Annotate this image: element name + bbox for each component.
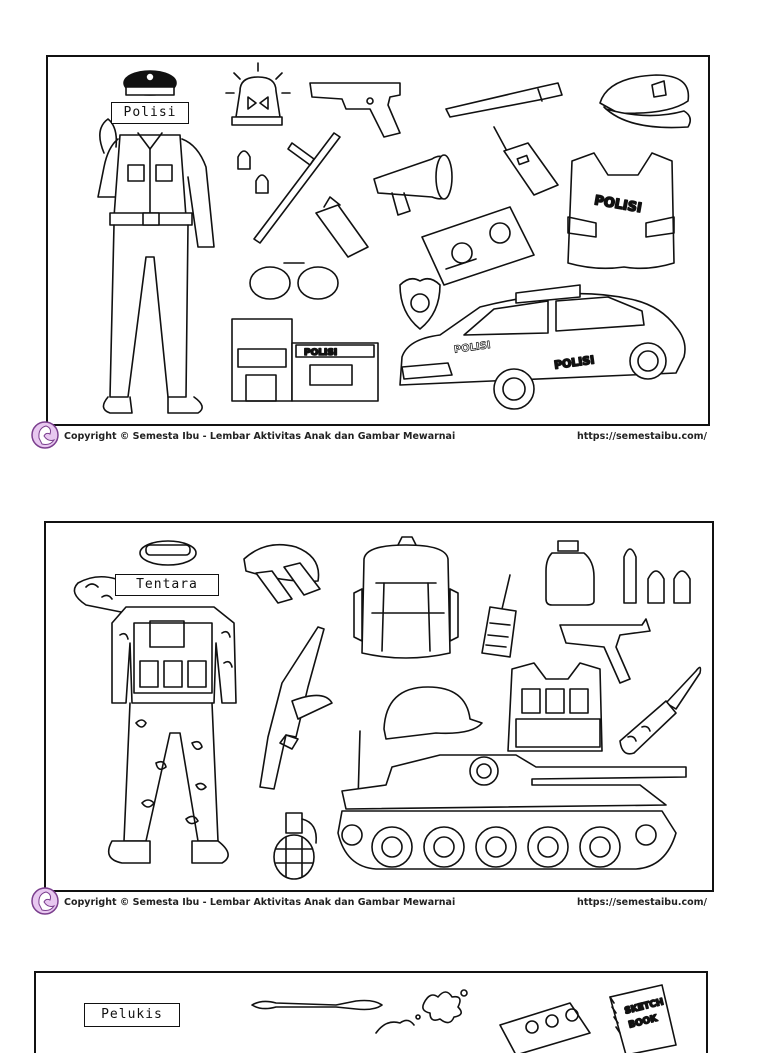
siren-light-drawing — [225, 62, 291, 126]
tank-drawing — [337, 730, 687, 870]
assault-rifle-drawing — [259, 626, 333, 790]
coloring-sheet-tentara: Tentara — [44, 521, 714, 892]
profession-label-tentara: Tentara — [115, 574, 219, 596]
police-id-card-drawing — [421, 206, 535, 286]
station-label: POLISI — [304, 348, 337, 358]
flashlight-drawing — [445, 82, 563, 118]
car-side-label: POLISI — [553, 353, 595, 372]
police-cap-drawing — [599, 74, 692, 129]
semesta-ibu-logo-icon — [31, 421, 59, 449]
bullets-drawing — [237, 150, 269, 194]
semesta-ibu-logo-icon — [31, 887, 59, 915]
soldier-figure — [73, 540, 237, 864]
megaphone-drawing — [373, 154, 453, 216]
coloring-sheet-pelukis: SKETCH BOOK Pelukis — [34, 971, 708, 1053]
handcuffs-drawing — [249, 262, 339, 300]
paint-palette-drawing — [499, 1002, 591, 1053]
grenade-drawing — [273, 812, 318, 880]
combat-knife-drawing — [619, 666, 702, 755]
taser-drawing — [315, 196, 369, 258]
canteen-drawing — [545, 540, 595, 606]
sketch-book-drawing: SKETCH BOOK — [609, 984, 677, 1053]
police-station-drawing: POLISI — [231, 318, 379, 402]
car-hood-label: POLISI — [453, 340, 491, 356]
rifle-bullets-drawing — [623, 548, 691, 604]
police-vest-drawing: POLISI — [567, 152, 675, 270]
police-badge-drawing — [399, 277, 441, 330]
copyright-text: Copyright © Semesta Ibu - Lembar Aktivit… — [64, 897, 456, 908]
backpack-drawing — [353, 536, 459, 659]
walkie-talkie-drawing — [493, 126, 559, 196]
police-car-drawing: POLISI POLISI — [399, 284, 686, 410]
tank-wheels — [341, 824, 657, 868]
website-link[interactable]: https://semestaibu.com/ — [576, 431, 707, 442]
profession-label-pelukis: Pelukis — [84, 1003, 180, 1027]
binoculars-drawing — [243, 543, 321, 604]
paintbrush-drawing — [251, 999, 383, 1011]
copyright-text: Copyright © Semesta Ibu - Lembar Aktivit… — [64, 431, 456, 442]
profession-label-polisi: Polisi — [111, 102, 189, 124]
coloring-sheet-polisi: POLISI — [46, 55, 710, 426]
military-radio-drawing — [481, 574, 517, 658]
footer-page-1: Copyright © Semesta Ibu - Lembar Aktivit… — [30, 421, 715, 450]
hand-drawing — [375, 1019, 415, 1034]
police-officer-figure — [97, 70, 215, 414]
combat-helmet-drawing — [383, 686, 483, 740]
footer-page-2: Copyright © Semesta Ibu - Lembar Aktivit… — [30, 887, 715, 916]
tactical-vest-drawing — [507, 662, 603, 752]
paint-splash-drawing — [415, 989, 468, 1024]
submachine-gun-drawing — [559, 618, 651, 684]
website-link[interactable]: https://semestaibu.com/ — [576, 897, 707, 908]
pistol-drawing — [309, 82, 401, 138]
nightstick-drawing — [253, 132, 341, 244]
